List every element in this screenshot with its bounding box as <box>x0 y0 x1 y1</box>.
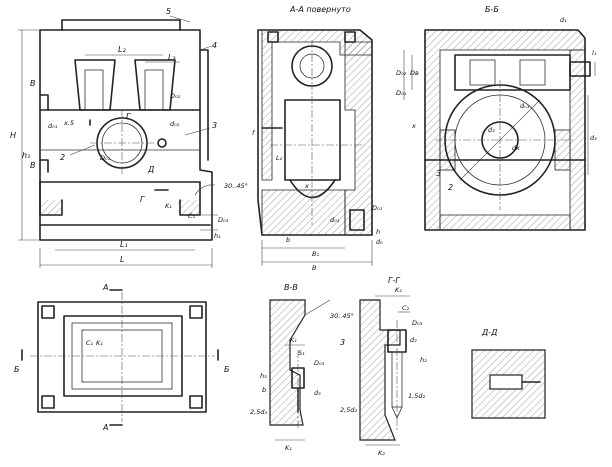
label-angle: 30..45° <box>224 182 248 190</box>
label-D02: D₀₂ <box>170 92 181 100</box>
label-bb-Dv: Dв <box>410 69 419 77</box>
label-vv-h3: h₃ <box>260 372 267 380</box>
label-aa-L2: L₂ <box>276 154 283 162</box>
label-bb-dk: dк <box>512 144 520 152</box>
section-vv: В-В 30..45° K₁ S₁ D₀₃ h₃ d₃ b 2,5d₃ K₁ <box>250 283 354 452</box>
label-vv-t2: 2,5d₃ <box>250 408 267 416</box>
label-bb-two: 2 <box>448 183 453 192</box>
label-top-K1: K₁ <box>96 339 103 347</box>
label-aa-h: h <box>376 228 380 236</box>
label-gg-C2: C₂ <box>402 304 410 312</box>
label-aa-d01: d₀₁ <box>330 216 340 224</box>
label-vv-D03: D₀₃ <box>314 359 325 367</box>
section-gg: Г-Г K₂ C₂ D₀₃ d₂ h₂ 3 1,5d₂ 2,5d₂ K₂ <box>340 276 427 457</box>
label-aa-B1: B₁ <box>312 250 319 258</box>
label-two: 2 <box>60 153 65 162</box>
label-h1: h₁ <box>22 151 30 160</box>
label-d01: d₀₁ <box>48 122 58 130</box>
label-B-bottom: B <box>30 161 36 170</box>
label-bb-three: 3 <box>436 169 441 178</box>
label-L3: L₃ <box>168 53 176 62</box>
label-top-C1: C₁ <box>86 339 94 347</box>
label-d02: d₀₂ <box>170 120 180 128</box>
label-vv-angle: 30..45° <box>330 312 354 320</box>
section-gg-title: Г-Г <box>388 276 400 285</box>
label-D03: D₀₃ <box>218 216 229 224</box>
label-top-A-bottom: А <box>102 423 108 432</box>
label-G-top: Г <box>126 112 131 121</box>
label-h1b: h₁ <box>214 232 221 240</box>
label-vv-d3: d₃ <box>314 389 321 397</box>
label-bb-d3: d₃ <box>590 134 597 142</box>
label-x5: x.5 <box>63 119 74 127</box>
label-aa-D01: D₀₁ <box>372 204 383 212</box>
label-gg-d2: d₂ <box>410 336 417 344</box>
label-bb-l1: l₁ <box>592 49 597 57</box>
section-dd: Д-Д <box>471 328 546 419</box>
label-bb-x: x <box>411 122 416 130</box>
label-vv-K1: K₁ <box>290 336 297 344</box>
label-G-arrow: Г <box>140 195 145 204</box>
label-K1: K₁ <box>165 202 172 210</box>
label-bb-d2: d₂ <box>488 126 495 134</box>
section-dd-title: Д-Д <box>481 328 497 337</box>
label-C1: C₁ <box>188 212 196 220</box>
label-vv-K1b: K₁ <box>285 444 292 452</box>
label-aa-d0: d₀ <box>376 238 383 246</box>
label-aa-B: B <box>312 264 317 272</box>
label-D-arrow: Д <box>147 165 154 174</box>
label-four: 4 <box>212 41 217 50</box>
label-aa-f: f <box>252 129 256 137</box>
section-bb: Б-Б d₁ l₁ D₀₂ Dв D₀₁ dк d₂ dₙ₁ d₃ 3 <box>396 5 597 231</box>
label-gg-h2: h₂ <box>420 356 427 364</box>
label-H: H <box>10 131 16 140</box>
main-view: 5 4 3 2 H h₁ B B L₂ L₃ L₁ L Г Г Д x.5 D₀… <box>10 7 248 268</box>
label-gg-D03: D₀₃ <box>412 319 423 327</box>
label-bb-D02: D₀₂ <box>396 69 407 77</box>
label-five: 5 <box>166 7 171 16</box>
label-D01: D₀₁ <box>100 154 111 162</box>
label-aa-b: b <box>286 236 290 244</box>
section-vv-title: В-В <box>284 283 298 292</box>
label-gg-K2: K₂ <box>395 286 402 294</box>
label-top-A-top: А <box>102 283 108 292</box>
label-L1: L₁ <box>120 240 128 249</box>
label-B-top: B <box>30 79 36 88</box>
label-bb-d1: d₁ <box>560 16 567 24</box>
label-L2: L₂ <box>118 45 126 54</box>
label-aa-x: x <box>304 182 309 190</box>
label-bb-dn1: dₙ₁ <box>520 102 530 110</box>
label-gg-t3: 1,5d₂ <box>408 392 425 400</box>
label-vv-b: b <box>262 386 266 394</box>
label-L: L <box>120 255 124 264</box>
label-top-B-left: Б <box>14 365 20 374</box>
top-view: А А Б Б C₁ K₁ <box>14 283 230 432</box>
label-bb-D01: D₀₁ <box>396 89 407 97</box>
label-three: 3 <box>212 121 217 130</box>
label-top-B-right: Б <box>224 365 230 374</box>
label-vv-s1: S₁ <box>298 349 305 357</box>
section-aa-title: А-А повернуто <box>289 5 351 14</box>
section-bb-title: Б-Б <box>485 5 499 14</box>
label-gg-t2: 2,5d₂ <box>340 406 357 414</box>
section-aa: А-А повернуто f L₂ x B₁ B b D₀₁ d₀₁ h d₀ <box>252 5 383 272</box>
label-gg-K2b: K₂ <box>378 449 385 457</box>
label-gg-three: 3 <box>340 338 345 347</box>
